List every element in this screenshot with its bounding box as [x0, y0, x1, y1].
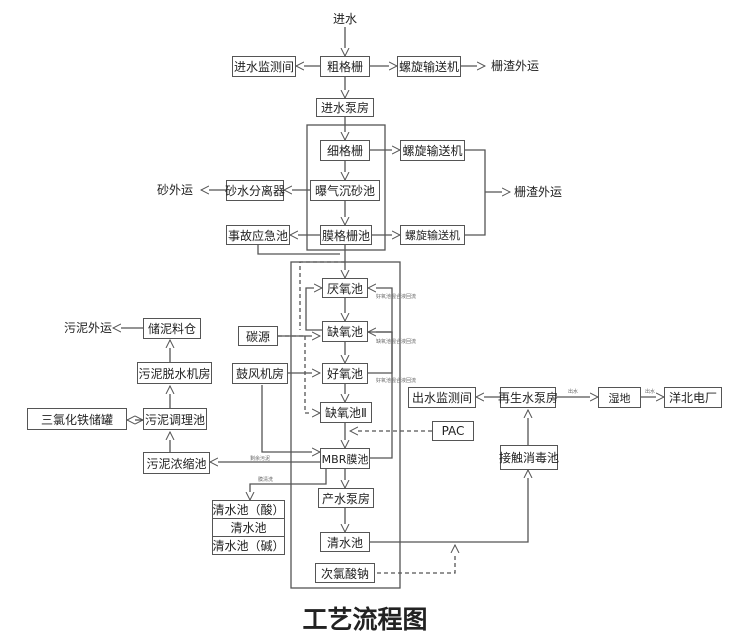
diagram-caption: 工艺流程图 — [302, 605, 428, 634]
excess-sludge-label: 剩余污泥 — [250, 456, 271, 462]
clean-tank-base-box: 清水池（碱） — [212, 536, 285, 555]
outlet-monitor-box: 出水监测间 — [408, 387, 476, 408]
anaerobic-tank-box: 厌氧池 — [322, 278, 368, 298]
blower-room-box: 鼓风机房 — [232, 363, 288, 384]
pac-box: PAC — [432, 421, 474, 441]
pretreatment-frame — [306, 124, 386, 251]
dewatering-room-box: 污泥脱水机房 — [137, 362, 212, 384]
product-pump-box: 产水泵房 — [318, 488, 374, 508]
clean-tank-middle-box: 清水池 — [212, 518, 285, 537]
inlet-label: 进水 — [333, 12, 358, 26]
sand-out-label: 砂外运 — [157, 183, 194, 197]
recycle-label-3: 好氧池混合液回流 — [376, 378, 417, 384]
carbon-source-box: 碳源 — [238, 326, 278, 346]
coarse-screen-box: 粗格栅 — [320, 56, 370, 77]
outlet-label-1: 出水 — [568, 389, 579, 395]
recycle-label-2: 缺氧池混合液回流 — [376, 339, 417, 345]
thickener-box: 污泥浓缩池 — [143, 452, 210, 474]
reuse-pump-box: 再生水泵房 — [498, 387, 558, 408]
screw-conveyor-box-1: 螺旋输送机 — [397, 56, 461, 77]
recycle-label-1: 好氧池混合液回流 — [376, 294, 417, 300]
sludge-out-label: 污泥外运 — [64, 321, 113, 335]
clean-tank-acid-box: 清水池（酸） — [212, 500, 285, 519]
power-plant-box: 洋北电厂 — [664, 387, 722, 408]
ferric-chloride-tank-box: 三氯化铁储罐 — [27, 408, 127, 430]
grit-separator-box: 砂水分离器 — [225, 180, 285, 201]
inlet-pump-box: 进水泵房 — [316, 98, 374, 117]
screenings-out-label-1: 栅渣外运 — [491, 59, 540, 73]
membrane-screen-box: 膜格栅池 — [320, 225, 372, 245]
contact-disinfection-box: 接触消毒池 — [499, 445, 559, 470]
aerobic-tank-box: 好氧池 — [322, 363, 368, 384]
emergency-tank-box: 事故应急池 — [226, 225, 290, 245]
screw-conveyor-box-2: 螺旋输送机 — [400, 140, 465, 161]
hypochlorite-box: 次氯酸钠 — [315, 563, 375, 583]
mbr-tank-box: MBR膜池 — [320, 448, 370, 469]
anoxic-tank-box: 缺氧池 — [322, 321, 368, 342]
membrane-wash-label: 膜清洗 — [258, 477, 274, 483]
outlet-label-2: 出水 — [645, 389, 656, 395]
sludge-silo-box: 储泥料仓 — [143, 318, 201, 339]
wetland-box: 湿地 — [598, 387, 641, 408]
anoxic-tank-2-box: 缺氧池Ⅱ — [320, 402, 372, 423]
screenings-out-label-2: 栅渣外运 — [514, 185, 563, 199]
fine-screen-box: 细格栅 — [320, 140, 370, 161]
clear-water-tank-box: 清水池 — [320, 532, 370, 552]
conditioning-tank-box: 污泥调理池 — [143, 408, 207, 430]
inlet-monitor-box: 进水监测间 — [232, 56, 296, 77]
aerated-grit-box: 曝气沉砂池 — [310, 180, 380, 201]
screw-conveyor-box-3: 螺旋输送机 — [400, 225, 465, 245]
